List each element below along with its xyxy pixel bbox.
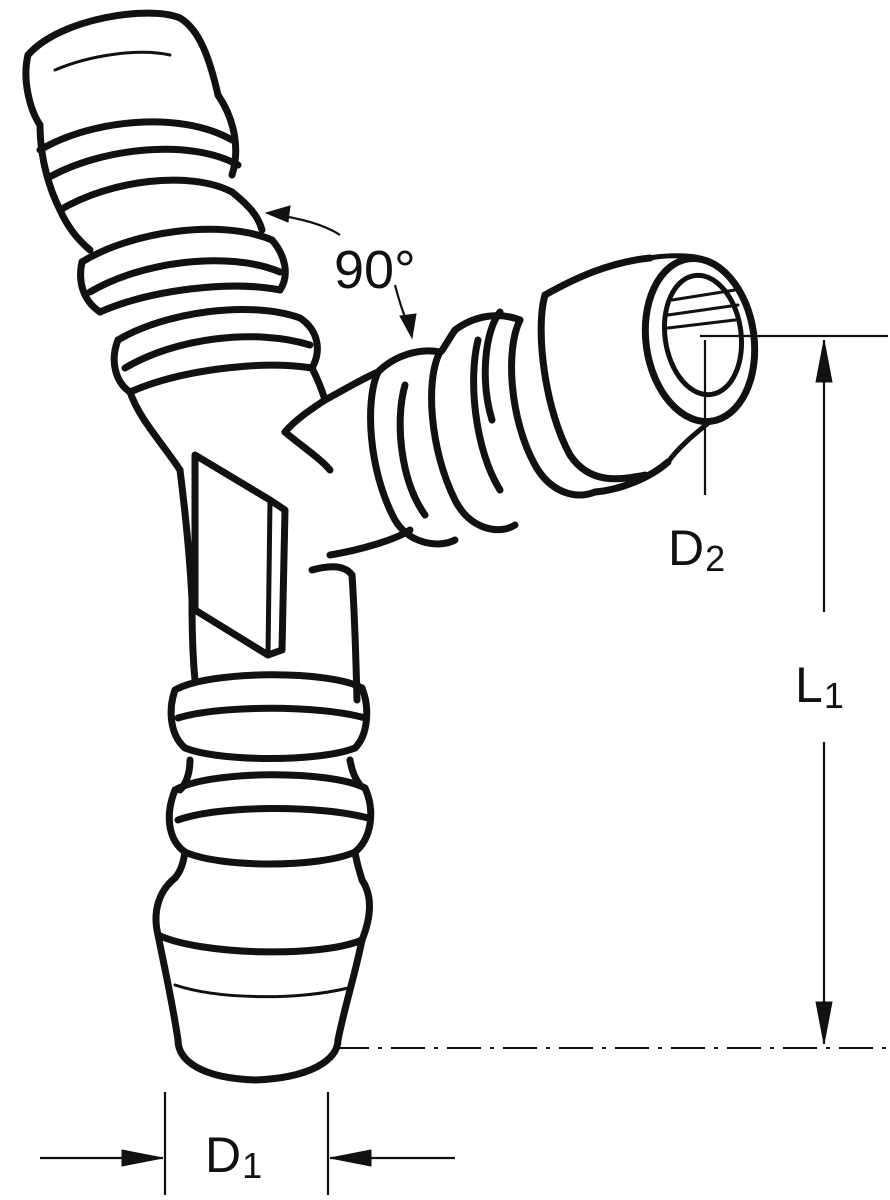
ring-3-right — [296, 314, 321, 372]
ring-b-front — [428, 348, 519, 534]
ring-a-inner — [396, 381, 429, 519]
ring-3-left — [110, 336, 134, 396]
ring-2-right — [268, 236, 289, 294]
lower-stem-left — [188, 596, 199, 684]
neck-1-left — [56, 206, 94, 254]
angle-indicator: 90° — [264, 205, 417, 340]
ring-2-mid — [86, 257, 284, 296]
ring-1-top — [36, 118, 236, 154]
upper-tip-top-edge — [24, 9, 222, 99]
ring-l2-bottom — [181, 848, 359, 868]
ring-b-top-join — [436, 326, 459, 356]
ring-l1-mid — [174, 704, 369, 722]
ring-3-top — [114, 306, 304, 344]
d1-arrow-right — [329, 1149, 372, 1167]
angle-arrowhead-lower — [399, 313, 417, 340]
ring-c-back — [481, 308, 504, 424]
ring-2-left — [77, 258, 104, 316]
end-cone-bottom-join — [665, 417, 715, 465]
ring-l2-mid — [174, 805, 372, 824]
right-branch-bottom-edge — [326, 526, 414, 559]
branch-body-left — [126, 388, 184, 474]
ring-1-bottom — [56, 176, 236, 214]
ring-2-top — [78, 225, 276, 266]
d2-label: D2 — [668, 520, 725, 579]
angle-arrowhead-upper — [264, 205, 291, 223]
end-cone-top — [541, 254, 654, 299]
ring-c-front — [508, 316, 599, 499]
l1-label: L1 — [795, 657, 844, 716]
inner-bore — [661, 272, 745, 398]
ring-l1-top — [171, 671, 366, 694]
cone-right — [334, 936, 366, 1044]
body-left-edge — [176, 466, 196, 604]
dimension-d1: D1 — [40, 1092, 455, 1195]
ring-b-inner — [470, 336, 504, 494]
ring-1-mid — [44, 145, 242, 182]
end-cone-join — [647, 253, 703, 261]
ring-l1-bottom — [181, 744, 359, 762]
upper-cone-left — [36, 121, 64, 214]
junction-body — [176, 396, 361, 704]
cone-left — [154, 931, 182, 1044]
dimension-l1: L1 — [335, 334, 888, 1049]
ring-a-top — [374, 347, 444, 376]
flat-tab-front-edge — [265, 497, 273, 658]
ring-3-bottom — [126, 361, 316, 396]
cone-band — [154, 931, 366, 956]
bottom-end — [174, 1036, 342, 1084]
d1-arrow-left — [121, 1149, 164, 1167]
end-cone-bottom — [591, 458, 672, 496]
angle-label: 90° — [334, 240, 416, 300]
upper-tip-highlight — [53, 50, 172, 72]
ring-b-top — [451, 312, 524, 334]
l1-arrow-top — [815, 339, 833, 383]
lower-branch — [152, 596, 375, 1084]
cone-right-top — [358, 876, 373, 944]
right-branch — [321, 253, 759, 559]
cone-highlight — [173, 983, 350, 999]
body-right-shoulder — [308, 563, 356, 579]
branch-body-right — [308, 364, 329, 404]
dimension-d2: D2 — [668, 340, 725, 579]
end-cone-front — [537, 291, 649, 483]
ring-2-bottom — [96, 282, 284, 316]
ring-3-mid — [121, 333, 314, 372]
neck-l2-right — [351, 848, 366, 884]
ring-a-front — [367, 368, 459, 548]
d1-label: D1 — [205, 1127, 262, 1186]
neck-l2-left — [171, 848, 189, 882]
upper-tip-left-edge — [22, 51, 44, 129]
upper-cone-right — [214, 91, 240, 179]
body-crotch — [281, 396, 329, 436]
neck-1-right — [228, 188, 266, 234]
ring-l2-top — [171, 771, 369, 794]
bore-hatching — [666, 288, 740, 330]
outer-opening — [641, 254, 759, 426]
ring-l1-left — [167, 686, 189, 752]
l1-arrow-bottom — [815, 1001, 833, 1045]
ring-l2-right — [351, 784, 375, 856]
upper-left-branch — [22, 9, 329, 474]
body-crotch-2 — [281, 428, 334, 474]
cone-left-top — [152, 874, 179, 939]
ring-l2-left — [165, 786, 189, 856]
